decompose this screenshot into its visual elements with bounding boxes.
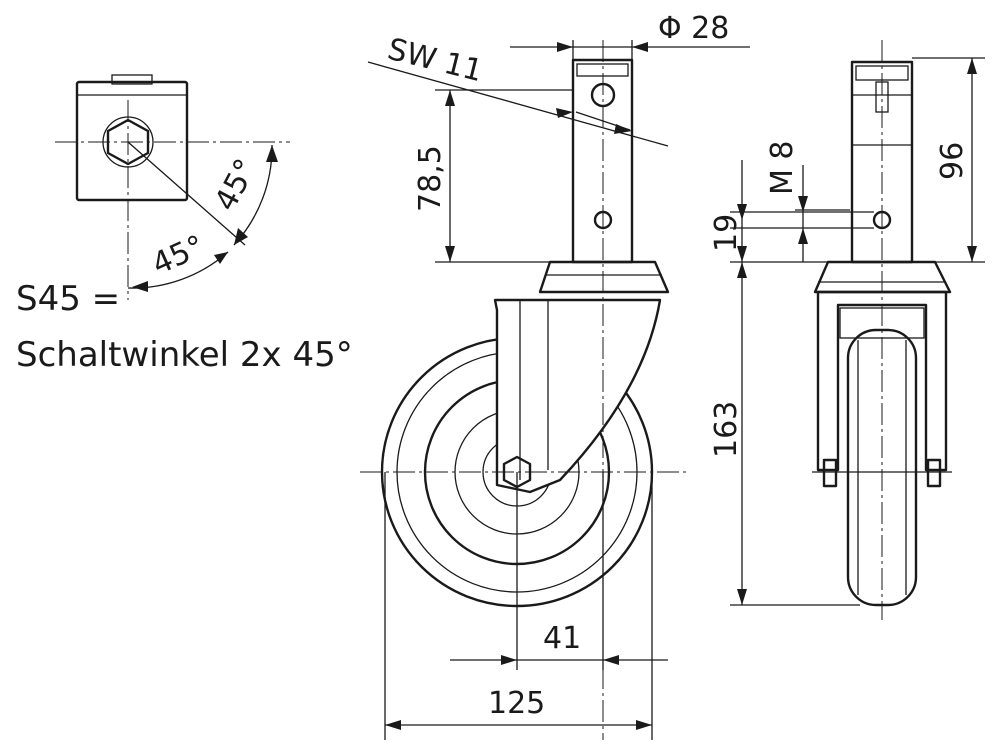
dim-stem-length: 96 [935,58,977,262]
dim-stem-height: 78,5 [413,90,455,262]
svg-text:125: 125 [488,686,545,721]
svg-text:Φ 28: Φ 28 [658,11,729,46]
side-view [360,40,690,740]
angle-label-b: 45° [147,229,210,283]
dim-wrench-size: SW 11 [367,32,669,147]
dim-thread: M 8 [765,140,808,262]
svg-text:163: 163 [709,401,744,458]
front-view [730,40,985,620]
fork-body [493,298,662,494]
svg-text:96: 96 [935,142,970,180]
angle-label-a: 45° [208,153,264,216]
note-schaltwinkel: Schaltwinkel 2x 45° [16,335,353,375]
svg-text:41: 41 [543,621,581,656]
front-wheel [846,328,918,607]
hex-socket-icon [106,118,150,166]
dim-offset: 41 [450,621,668,665]
head-top-view [55,74,290,300]
svg-text:78,5: 78,5 [413,145,448,212]
note-s45: S45 = [16,279,120,319]
angle-indicator: 45° 45° [127,144,278,292]
svg-text:M 8: M 8 [765,140,800,195]
dim-wheel-diameter: 125 [385,686,652,730]
dim-total-height: 163 [709,262,747,605]
svg-text:19: 19 [709,214,744,252]
dim-hole-height: 19 [709,160,747,262]
dim-stem-diameter: Φ 28 [510,11,750,52]
